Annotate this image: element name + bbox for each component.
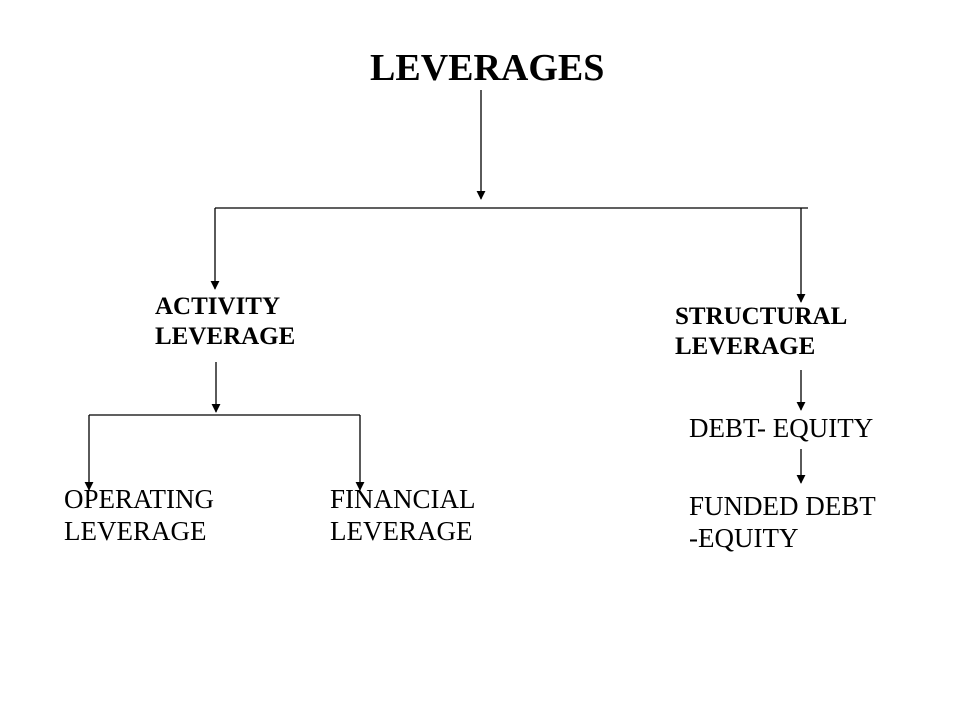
node-operating-leverage: OPERATING LEVERAGE bbox=[64, 484, 214, 548]
node-financial-leverage: FINANCIAL LEVERAGE bbox=[330, 484, 476, 548]
node-funded-debt-equity-line1: FUNDED DEBT bbox=[689, 491, 876, 521]
node-activity-leverage-line1: ACTIVITY bbox=[155, 293, 281, 320]
diagram-title: LEVERAGES bbox=[370, 47, 605, 90]
node-structural-leverage: STRUCTURAL LEVERAGE bbox=[675, 302, 847, 361]
node-structural-leverage-line2: LEVERAGE bbox=[675, 332, 816, 360]
node-debt-equity: DEBT- EQUITY bbox=[689, 413, 873, 445]
node-activity-leverage: ACTIVITY LEVERAGE bbox=[155, 292, 295, 351]
node-operating-leverage-line2: LEVERAGE bbox=[64, 515, 207, 546]
node-financial-leverage-line1: FINANCIAL bbox=[330, 484, 476, 514]
node-financial-leverage-line2: LEVERAGE bbox=[330, 515, 473, 546]
node-activity-leverage-line2: LEVERAGE bbox=[155, 322, 296, 350]
node-funded-debt-equity-line2: -EQUITY bbox=[689, 522, 799, 553]
node-debt-equity-line1: DEBT- EQUITY bbox=[689, 413, 874, 443]
diagram-title-text: LEVERAGES bbox=[370, 47, 605, 89]
node-structural-leverage-line1: STRUCTURAL bbox=[675, 303, 848, 330]
node-funded-debt-equity: FUNDED DEBT -EQUITY bbox=[689, 491, 876, 555]
node-operating-leverage-line1: OPERATING bbox=[64, 484, 215, 514]
